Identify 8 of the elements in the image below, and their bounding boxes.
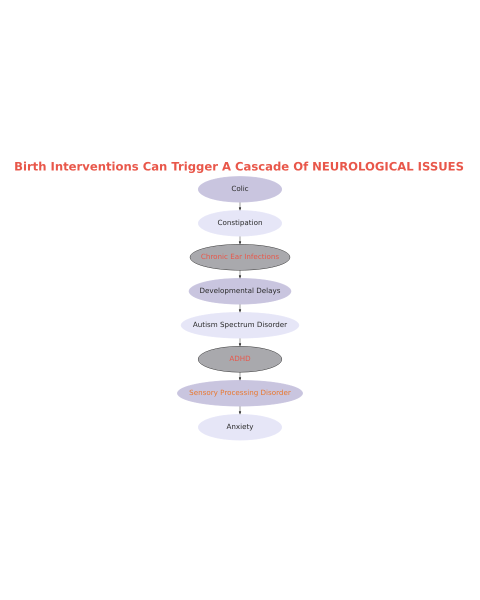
diagram-title: Birth Interventions Can Trigger A Cascade Of NEUROLOGICAL ISSUES	[14, 159, 464, 174]
arrow	[238, 270, 242, 278]
arrow	[238, 372, 242, 380]
arrow	[238, 202, 242, 210]
arrow	[238, 406, 242, 414]
arrow	[238, 338, 242, 346]
arrow	[238, 304, 242, 312]
arrow	[238, 236, 242, 244]
